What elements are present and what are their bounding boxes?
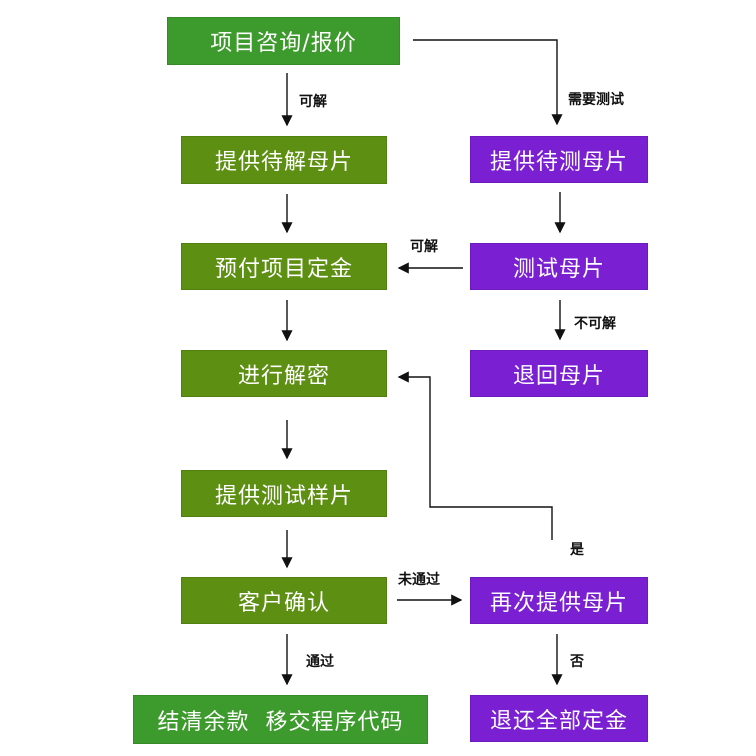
- arrow-reprovide-to-decrypt: [397, 371, 553, 540]
- node-prepay: 预付项目定金: [181, 243, 387, 290]
- node-reprovide: 再次提供母片: [470, 577, 648, 624]
- node-return-master: 退回母片: [470, 350, 648, 397]
- edge-label-not-passed: 未通过: [398, 572, 440, 588]
- node-sample: 提供测试样片: [181, 470, 387, 517]
- node-provide-decrypt: 提供待解母片: [181, 136, 387, 184]
- edge-label-solvable-2: 可解: [410, 239, 438, 255]
- edge-label-unsolvable: 不可解: [574, 316, 616, 332]
- edge-label-yes: 是: [570, 542, 584, 558]
- node-settle: 结清余款 移交程序代码: [133, 695, 428, 744]
- node-provide-test: 提供待测母片: [470, 136, 648, 183]
- edge-label-passed: 通过: [306, 654, 334, 670]
- edge-label-no: 否: [570, 654, 584, 670]
- edge-label-need-test: 需要测试: [568, 92, 624, 108]
- node-refund: 退还全部定金: [470, 695, 648, 742]
- arrow-consult-to-provide-test: [413, 39, 563, 126]
- node-test: 测试母片: [470, 243, 648, 290]
- node-confirm: 客户确认: [181, 577, 387, 624]
- edge-label-solvable: 可解: [299, 94, 327, 110]
- node-consult: 项目咨询/报价: [167, 17, 400, 65]
- node-decrypt: 进行解密: [181, 350, 387, 397]
